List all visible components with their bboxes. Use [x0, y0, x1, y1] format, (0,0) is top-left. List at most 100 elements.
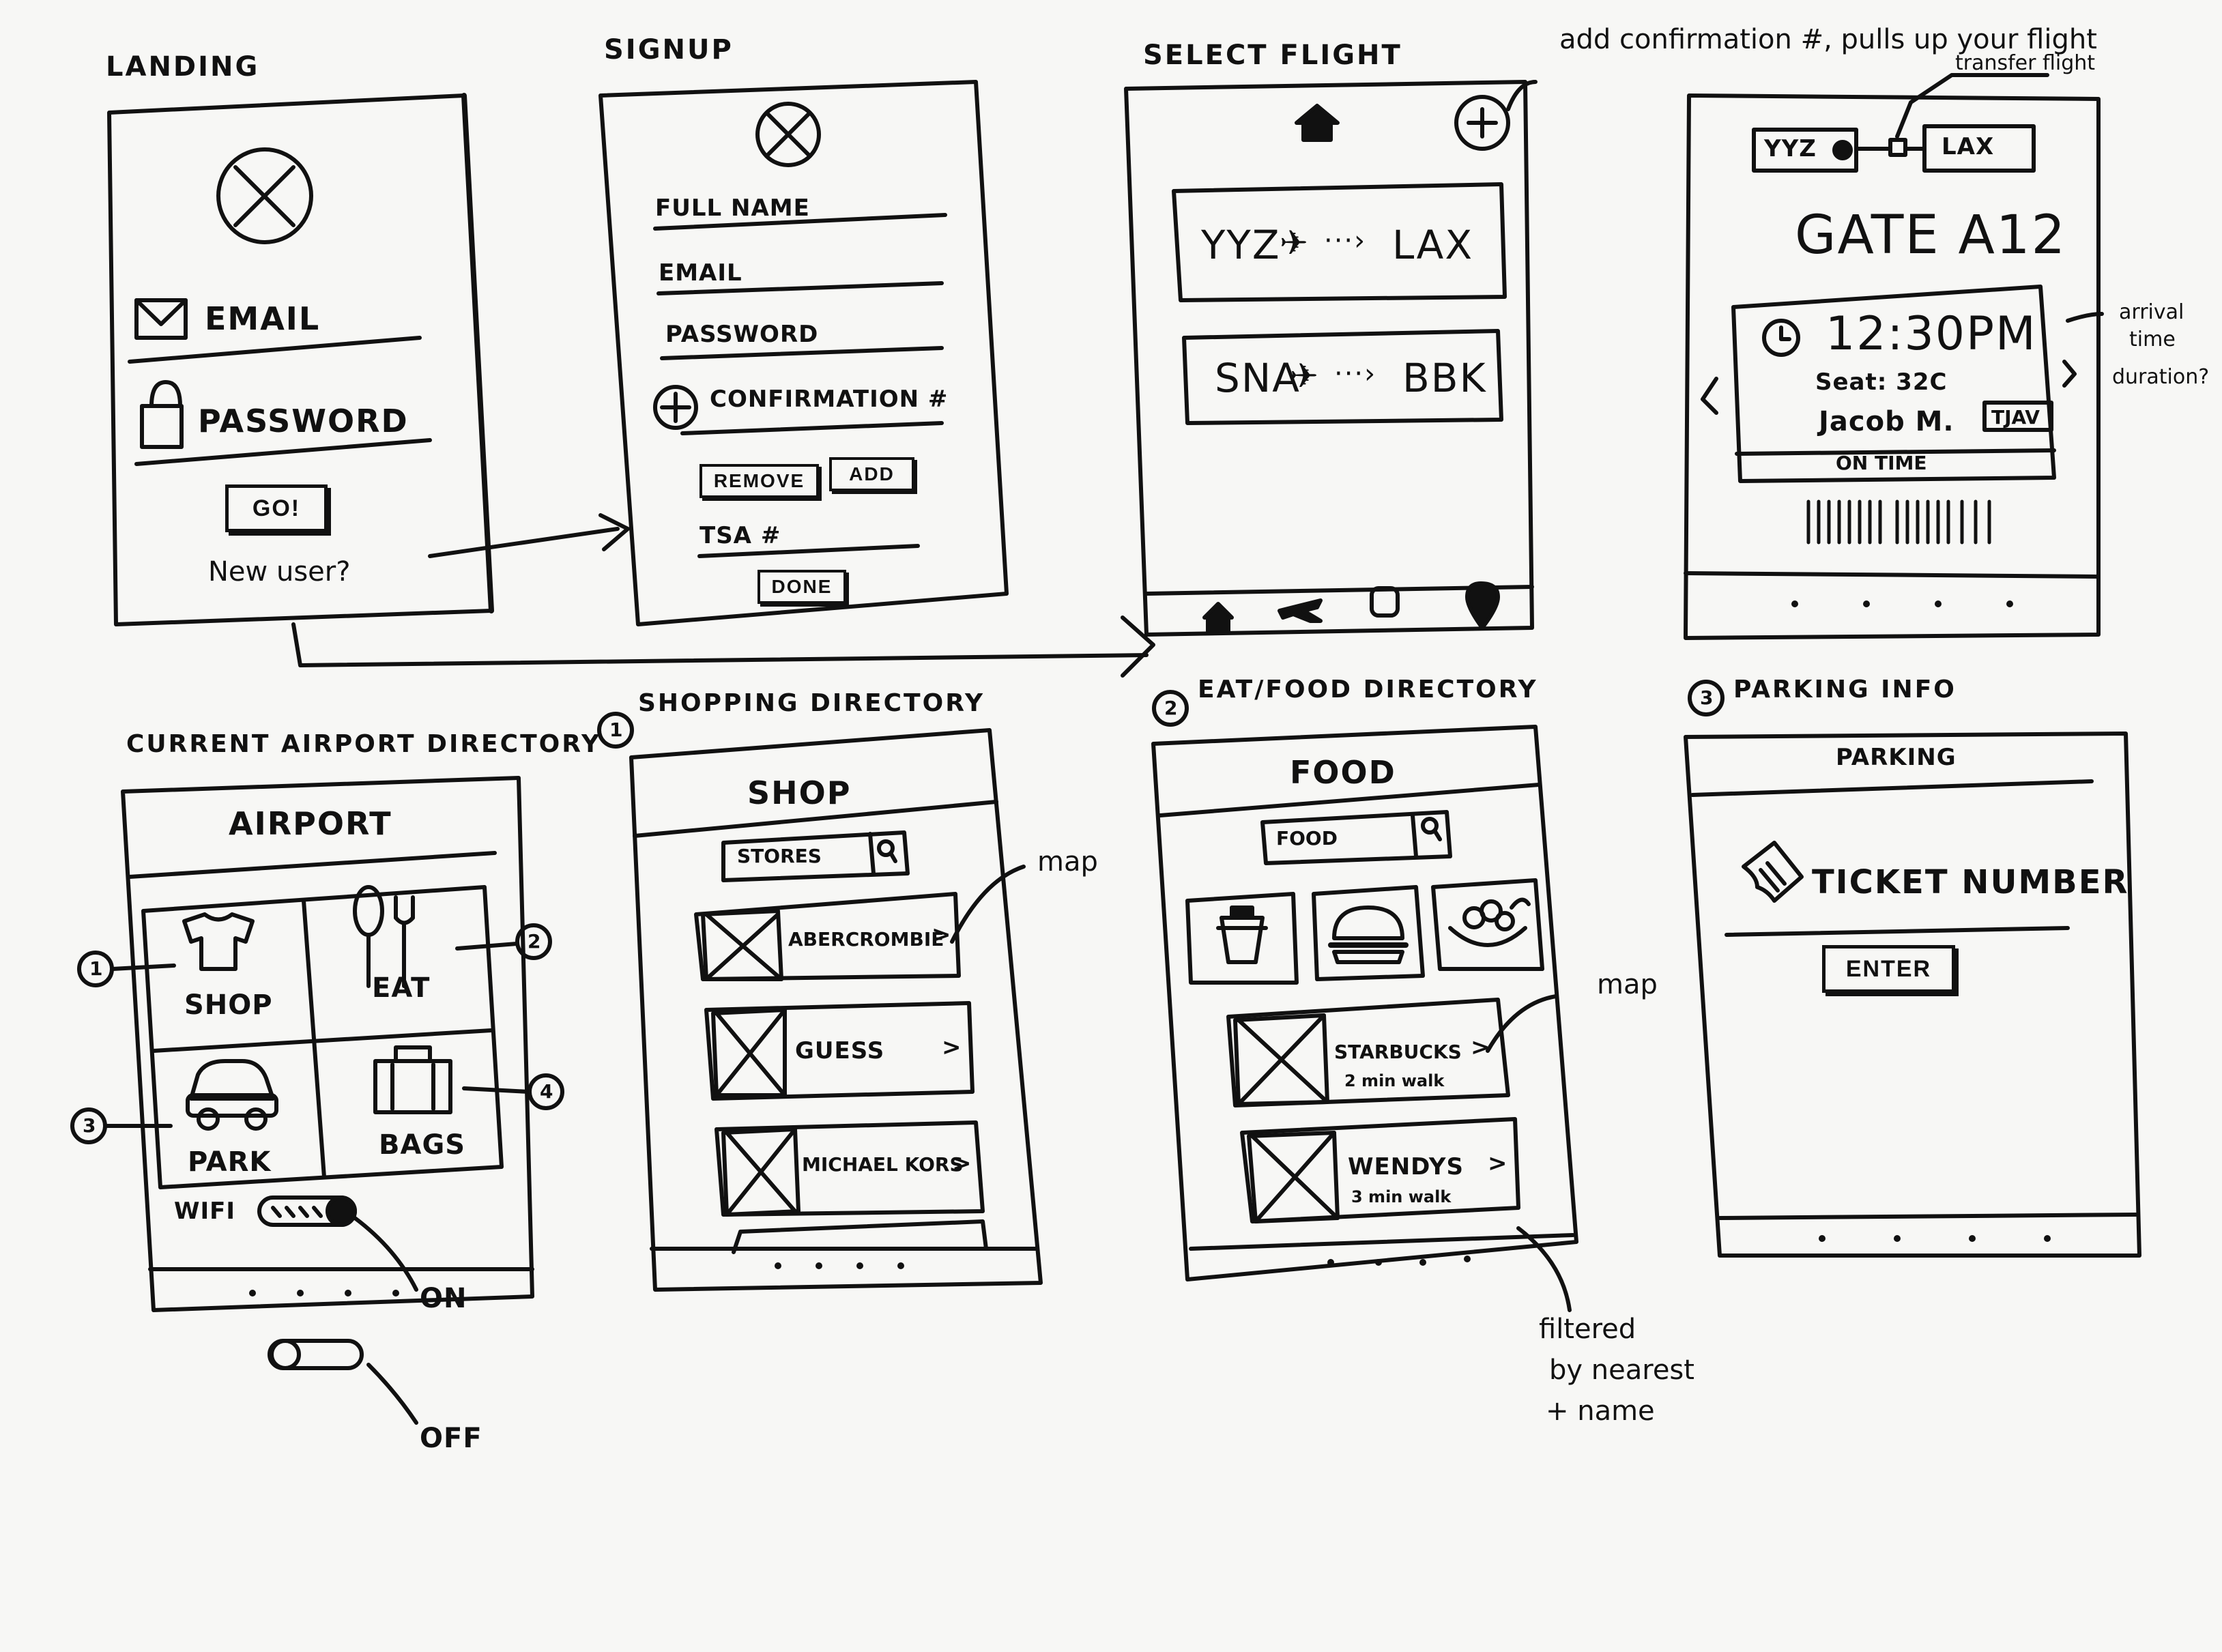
tile-grid-divider [152, 1028, 493, 1053]
next-arrow [2062, 360, 2077, 388]
home-icon [1202, 602, 1234, 633]
flight-card-yyz-lax[interactable]: YYZ ✈ ···› LAX [1177, 188, 1501, 297]
origin-chip[interactable]: YYZ [1764, 135, 1817, 162]
confirmation-field[interactable]: CONFIRMATION # [710, 386, 949, 413]
passenger-name: Jacob M. [1819, 406, 1954, 437]
place-name[interactable]: STARBUCKS [1334, 1041, 1462, 1063]
arrival-note: arrival [2119, 300, 2184, 324]
callout-number: 3 [1700, 686, 1714, 709]
tile-grid-border [141, 885, 504, 1189]
callout-marker [1152, 690, 1189, 727]
signup-title: SIGNUP [604, 34, 734, 66]
tile-grid-divider [302, 899, 326, 1179]
code-chip-border [1982, 401, 2053, 432]
location-pin-icon [1465, 581, 1500, 630]
place-walk-time: 2 min walk [1344, 1071, 1445, 1090]
map-note-leader [950, 865, 1026, 944]
mail-icon [134, 298, 188, 340]
park-tile[interactable]: PARK [188, 1146, 272, 1178]
parking-title: PARKING INFO [1733, 676, 1957, 704]
done-button[interactable]: DONE [758, 570, 846, 604]
chevron-right-icon[interactable]: > [1488, 1150, 1508, 1177]
lock-icon [140, 380, 184, 449]
parking-header: PARKING [1836, 744, 1957, 771]
bags-tile[interactable]: BAGS [379, 1129, 466, 1161]
wifi-label: WIFI [174, 1198, 236, 1225]
tsa-field[interactable]: TSA # [699, 522, 781, 549]
eat-tile[interactable]: EAT [372, 972, 431, 1004]
flight-destination: BBK [1402, 355, 1487, 401]
callout-number: 1 [89, 957, 103, 980]
filter-note: filtered [1539, 1314, 1636, 1345]
gate-label: GATE A12 [1795, 205, 2067, 266]
bottom-nav [1202, 581, 1500, 633]
callout-number: 2 [1164, 697, 1178, 719]
email-field[interactable]: EMAIL [659, 259, 742, 287]
password-field[interactable]: PASSWORD [665, 321, 819, 348]
food-search-input[interactable]: FOOD [1276, 827, 1338, 850]
landing-title: LANDING [106, 51, 260, 83]
new-user-link[interactable]: New user? [208, 556, 351, 588]
category-tile-border [1431, 878, 1544, 971]
chevron-right-icon[interactable]: > [932, 921, 952, 948]
store-name[interactable]: GUESS [795, 1037, 885, 1064]
callout-marker [1688, 680, 1725, 716]
page-dots [1327, 1256, 1471, 1266]
store-row-peek [732, 1219, 988, 1254]
add-button[interactable]: ADD [829, 457, 914, 491]
stores-search-input[interactable]: STORES [737, 845, 822, 867]
logo-x-icon [216, 147, 313, 244]
wifi-toggle-on[interactable] [257, 1195, 357, 1227]
parking-screen-frame [1684, 731, 2141, 1258]
destination-chip[interactable]: LAX [1942, 133, 1995, 160]
page-dots [1791, 600, 2013, 607]
callout-number: 1 [609, 719, 623, 741]
search-icon [1421, 817, 1442, 841]
store-name[interactable]: ABERCROMBIE [788, 928, 944, 951]
enter-button[interactable]: ENTER [1822, 945, 1955, 993]
confirmation-annotation: add confirmation #, pulls up your flight [1559, 24, 2097, 55]
store-row-border [704, 1001, 975, 1101]
prev-arrow [1701, 377, 1718, 415]
store-row-border [694, 892, 961, 981]
callout-markers [70, 923, 564, 1144]
boarding-card-border [1731, 285, 2056, 483]
car-icon [186, 1059, 278, 1131]
flight-card-sna-bbk[interactable]: SNA ✈ ···› BBK [1187, 334, 1501, 423]
store-name[interactable]: MICHAEL KORS [802, 1153, 964, 1176]
flight-destination: LAX [1392, 222, 1474, 268]
flow-arrow-to-select-flight [291, 622, 1149, 667]
email-underline [656, 281, 944, 295]
signup-screen-frame [598, 80, 1009, 626]
email-field[interactable]: EMAIL [205, 300, 321, 337]
flight-origin: SNA [1215, 355, 1301, 401]
category-tile-border [1185, 892, 1299, 985]
chevron-right-icon[interactable]: > [942, 1034, 962, 1061]
ticket-number-field[interactable]: TICKET NUMBER [1812, 863, 2129, 901]
suitcase-icon [373, 1045, 452, 1114]
filter-note-leader [1516, 1226, 1572, 1312]
go-button[interactable]: GO! [225, 484, 328, 532]
ticket-underline [1725, 926, 2070, 937]
shop-tile[interactable]: SHOP [184, 989, 273, 1021]
clock-icon [1762, 319, 1800, 357]
wifi-toggle-off[interactable] [268, 1339, 364, 1370]
cup-icon [1216, 905, 1268, 964]
full-name-field[interactable]: FULL NAME [655, 194, 810, 222]
chevron-right-icon[interactable]: > [1471, 1034, 1491, 1061]
flight-card-border [1182, 329, 1503, 425]
ticket-icon [1742, 841, 1804, 903]
destination-chip-border [1922, 124, 2036, 173]
transfer-flight-note: transfer flight [1955, 51, 2096, 75]
on-note-leader [353, 1216, 418, 1292]
password-field[interactable]: PASSWORD [198, 403, 409, 439]
logo-x-icon [755, 102, 821, 167]
place-name[interactable]: WENDYS [1348, 1153, 1464, 1180]
off-label: OFF [420, 1423, 482, 1454]
callout-number: 3 [83, 1114, 96, 1137]
airport-directory-title: CURRENT AIRPORT DIRECTORY [126, 730, 602, 758]
chevron-right-icon[interactable]: > [952, 1150, 972, 1177]
remove-button[interactable]: REMOVE [699, 464, 819, 498]
plus-icon [653, 385, 698, 430]
confirmation-underline [680, 421, 944, 435]
